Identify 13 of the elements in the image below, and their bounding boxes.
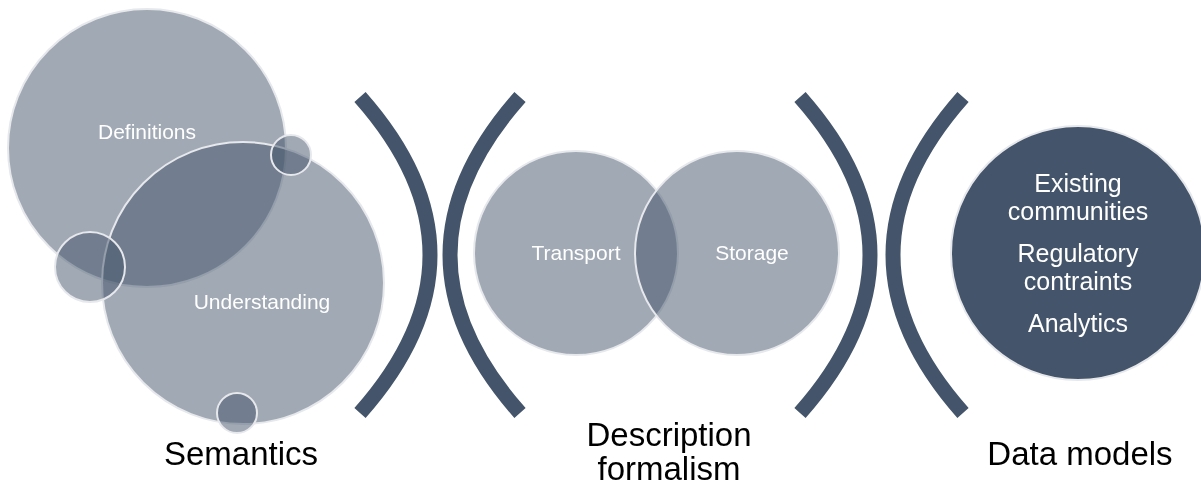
section-heading: Data models	[987, 437, 1173, 471]
circle-text: Analytics	[1026, 309, 1129, 337]
circle-text: Regulatory contraints	[1016, 239, 1140, 295]
section-heading: Semantics	[163, 437, 319, 471]
circle-text: Existing communities	[1006, 169, 1150, 225]
circle-text: Transport	[531, 241, 621, 265]
circle	[54, 231, 126, 303]
circle-text: Understanding	[193, 290, 331, 314]
circle-text: Definitions	[97, 120, 197, 144]
circle	[270, 134, 312, 176]
circle	[216, 392, 258, 434]
circle-text: Storage	[715, 241, 789, 265]
section-heading: Description formalism	[585, 418, 753, 486]
